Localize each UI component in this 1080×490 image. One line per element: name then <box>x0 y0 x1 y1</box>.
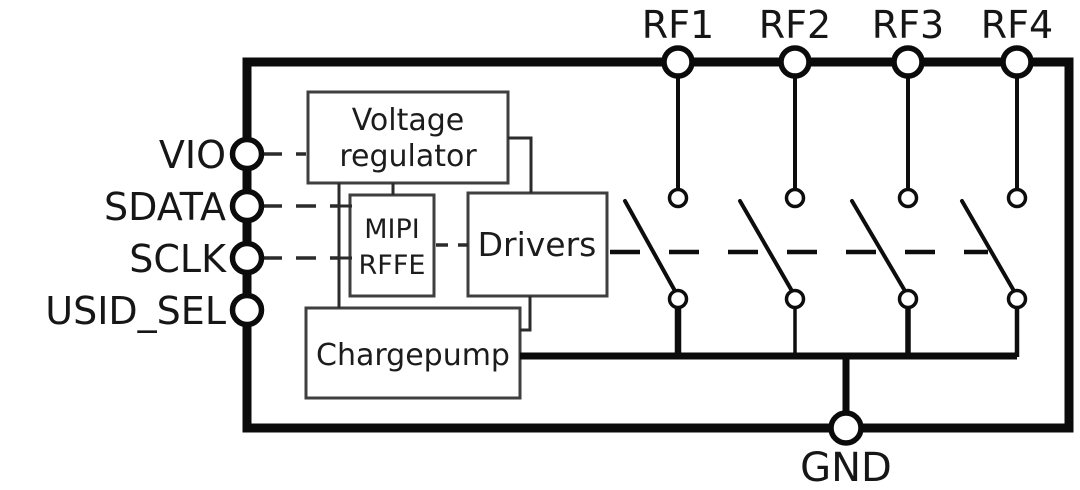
pin-sdata-label: SDATA <box>104 185 226 229</box>
pin-rf1-circle <box>661 45 695 79</box>
pin-rf2-label: RF2 <box>759 3 831 47</box>
switch-1-bottom-contact <box>667 288 689 310</box>
pin-usid-sel-circle <box>229 292 265 328</box>
pin-sdata: SDATA <box>104 185 265 229</box>
pin-gnd: GND <box>800 410 892 490</box>
switch-4-bottom-contact <box>1006 288 1028 310</box>
switch-2 <box>738 74 806 357</box>
switch-4 <box>960 74 1028 357</box>
pin-rf2: RF2 <box>759 3 831 79</box>
block-mipi-rffe: MIPI RFFE <box>348 193 436 298</box>
switch-3-bottom-contact <box>897 288 919 310</box>
internal-wires <box>262 136 1017 424</box>
pin-vio-label: VIO <box>159 133 226 177</box>
switch-1-top-contact <box>667 187 689 209</box>
pin-sclk: SCLK <box>129 237 265 281</box>
pin-rf3-label: RF3 <box>872 3 944 47</box>
chargepump-label: Chargepump <box>316 338 510 373</box>
wire-drivers-to-chargepump <box>520 296 532 332</box>
voltage-regulator-label-line2: regulator <box>339 139 477 174</box>
switch-3 <box>850 74 919 357</box>
pin-vio-circle <box>229 136 265 172</box>
block-chargepump: Chargepump <box>304 306 522 400</box>
block-voltage-regulator: Voltage regulator <box>306 90 510 185</box>
switch-1-lever <box>623 199 677 293</box>
pin-gnd-circle <box>828 410 864 446</box>
mipi-rffe-label-line2: RFFE <box>359 250 426 281</box>
voltage-regulator-label-line1: Voltage <box>352 103 465 138</box>
switch-2-bottom-contact <box>784 288 806 310</box>
pin-sclk-label: SCLK <box>129 237 227 281</box>
switch-2-top-contact <box>784 187 806 209</box>
switch-3-top-contact <box>897 187 919 209</box>
pin-rf1-label: RF1 <box>642 3 714 47</box>
wire-vreg-to-drivers <box>508 136 533 193</box>
pin-sdata-circle <box>229 188 265 224</box>
pin-gnd-label: GND <box>800 445 892 490</box>
pin-usid-sel-label: USID_SEL <box>45 289 226 333</box>
switch-2-lever <box>738 199 794 293</box>
mipi-rffe-label-line1: MIPI <box>364 214 420 245</box>
switch-4-top-contact <box>1006 187 1028 209</box>
pin-sclk-circle <box>229 240 265 276</box>
chargepump-box <box>304 306 522 400</box>
pin-rf1: RF1 <box>642 3 714 79</box>
block-drivers: Drivers <box>466 191 609 298</box>
pin-rf4: RF4 <box>981 3 1053 79</box>
pin-rf4-label: RF4 <box>981 3 1053 47</box>
pin-vio: VIO <box>159 133 265 177</box>
pin-rf3: RF3 <box>872 3 944 79</box>
pin-usid-sel: USID_SEL <box>45 289 265 333</box>
pin-rf3-circle <box>891 45 925 79</box>
drivers-label: Drivers <box>478 225 597 264</box>
switch-4-lever <box>960 199 1016 293</box>
drivers-box <box>466 191 609 298</box>
switch-1 <box>623 74 689 357</box>
pin-rf2-circle <box>778 45 812 79</box>
switch-3-lever <box>850 199 907 293</box>
pin-rf4-circle <box>1000 45 1034 79</box>
voltage-regulator-box <box>306 90 510 185</box>
